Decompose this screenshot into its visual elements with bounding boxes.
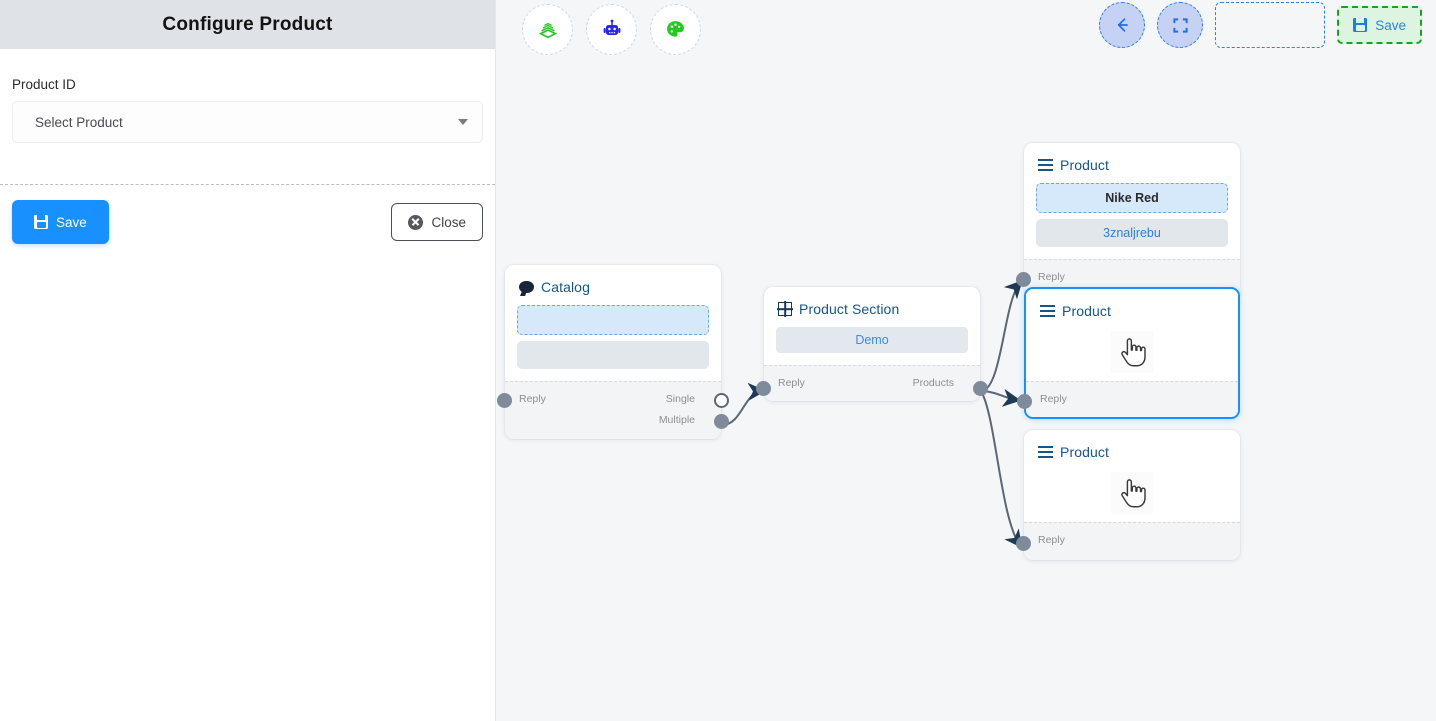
panel-header: Configure Product — [0, 0, 495, 49]
panel-actions: Save Close — [0, 200, 495, 244]
port-product-1-reply-in[interactable] — [1016, 272, 1031, 287]
palette-icon-button[interactable] — [650, 4, 701, 55]
panel-divider — [0, 184, 495, 185]
toolbar-right: Save — [1099, 2, 1422, 48]
node-catalog-footer: Reply Single Multiple — [505, 381, 721, 439]
product-1-item-variant[interactable]: 3znaljrebu — [1036, 219, 1228, 247]
pointing-hand-icon — [1121, 338, 1146, 367]
hand-cursor-icon — [1111, 331, 1153, 373]
node-product-section-header: Product Section — [764, 287, 980, 321]
edge-section-to-product3 — [981, 392, 1023, 549]
configure-product-panel: Configure Product Product ID Select Prod… — [0, 0, 496, 721]
node-catalog-title: Catalog — [541, 279, 590, 295]
hamburger-icon — [1040, 305, 1055, 317]
node-product-1-title: Product — [1060, 157, 1109, 173]
catalog-item-dashed[interactable] — [517, 305, 709, 335]
port-catalog-multiple-out[interactable] — [714, 414, 729, 429]
node-product-section-title: Product Section — [799, 301, 900, 317]
node-catalog-header: Catalog — [505, 265, 721, 299]
layers-stack-icon-button[interactable] — [522, 4, 573, 55]
node-product-2-title: Product — [1062, 303, 1111, 319]
node-product-1-header: Product — [1024, 143, 1240, 177]
port-product-2-reply-in[interactable] — [1017, 394, 1032, 409]
catalog-item-gray[interactable] — [517, 341, 709, 369]
toolbar-left — [522, 4, 701, 55]
node-product-3-title: Product — [1060, 444, 1109, 460]
node-catalog-body — [505, 299, 721, 381]
pointing-hand-icon — [1121, 479, 1146, 508]
port-catalog-single-out[interactable] — [714, 393, 729, 408]
product-select[interactable]: Select Product — [12, 101, 483, 143]
save-button[interactable]: Save — [12, 200, 109, 244]
port-product-3-reply-in[interactable] — [1016, 536, 1031, 551]
port-label-reply: Reply — [1038, 271, 1065, 283]
panel-body: Product ID Select Product — [0, 49, 495, 143]
arrow-left-icon — [1118, 18, 1129, 32]
edge-section-to-product2 — [981, 388, 1021, 407]
canvas-save-button[interactable]: Save — [1337, 6, 1422, 44]
fit-to-screen-icon — [1173, 17, 1188, 33]
product-select-value: Select Product — [35, 114, 123, 130]
node-product-1-body: Nike Red 3znaljrebu — [1024, 177, 1240, 259]
floppy-disk-icon — [34, 215, 48, 229]
node-product-2[interactable]: Product Reply — [1017, 287, 1240, 419]
close-button[interactable]: Close — [391, 203, 483, 241]
port-label-reply: Reply — [1040, 393, 1067, 405]
port-label-products: Products — [912, 377, 954, 389]
close-icon — [408, 214, 424, 230]
fit-to-screen-button[interactable] — [1157, 2, 1204, 48]
node-product-1[interactable]: Product Nike Red 3znaljrebu Reply — [1016, 143, 1240, 295]
node-product-3-footer: Reply — [1024, 522, 1240, 560]
node-product-3-header: Product — [1024, 430, 1240, 464]
grid-icon — [778, 302, 792, 316]
toolbar-empty-slot[interactable] — [1215, 2, 1326, 48]
canvas-save-label: Save — [1375, 17, 1406, 33]
node-product-2-footer: Reply — [1026, 381, 1238, 417]
save-button-label: Save — [56, 214, 87, 230]
hand-cursor-icon — [1111, 472, 1153, 514]
speech-bubble-icon — [519, 281, 534, 293]
node-product-2-header: Product — [1026, 289, 1238, 323]
port-catalog-reply-in[interactable] — [497, 393, 512, 408]
node-product-section[interactable]: Product Section Demo Reply Products — [756, 287, 988, 401]
flow-canvas[interactable]: Save Catalog Reply Single Multiple — [496, 0, 1436, 721]
floppy-disk-icon — [1353, 18, 1368, 32]
layers-stack-icon — [538, 22, 557, 38]
page-title: Configure Product — [162, 13, 333, 35]
product-id-label: Product ID — [12, 77, 76, 92]
port-label-reply: Reply — [1038, 534, 1065, 546]
port-label-reply: Reply — [778, 377, 805, 389]
hamburger-icon — [1038, 159, 1053, 171]
node-product-section-footer: Reply Products — [764, 365, 980, 401]
close-button-label: Close — [431, 214, 466, 230]
port-section-products-out[interactable] — [973, 381, 988, 396]
node-product-2-body — [1026, 323, 1238, 381]
palette-icon — [667, 21, 684, 37]
port-label-multiple: Multiple — [658, 414, 695, 426]
hamburger-icon — [1038, 446, 1053, 458]
node-product-section-body: Demo — [764, 321, 980, 365]
port-section-reply-in[interactable] — [756, 381, 771, 396]
node-catalog[interactable]: Catalog Reply Single Multiple — [497, 265, 729, 439]
robot-icon — [603, 19, 620, 35]
port-label-reply: Reply — [519, 393, 546, 405]
port-label-single: Single — [665, 393, 695, 405]
node-product-3[interactable]: Product Reply — [1016, 430, 1240, 560]
back-button[interactable] — [1099, 2, 1146, 48]
product-1-item-nike-red[interactable]: Nike Red — [1036, 183, 1228, 213]
node-product-3-body — [1024, 464, 1240, 522]
robot-icon-button[interactable] — [586, 4, 637, 55]
chevron-down-icon — [458, 119, 468, 125]
edge-section-to-product1 — [981, 280, 1023, 392]
product-section-item-demo[interactable]: Demo — [776, 327, 968, 353]
